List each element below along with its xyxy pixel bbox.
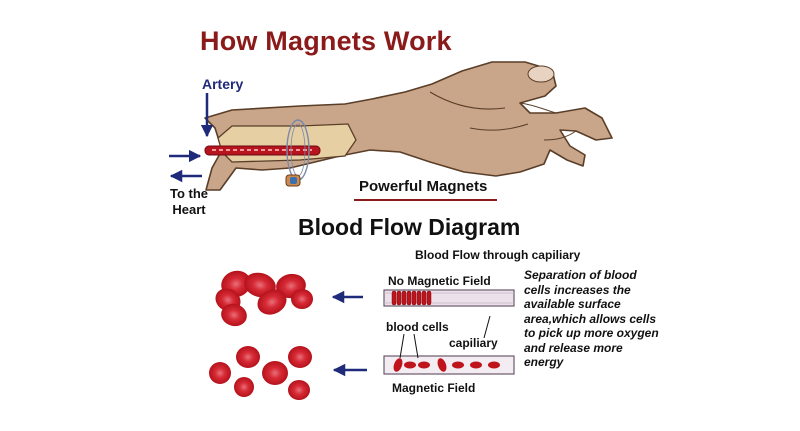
to-the-heart-label: To the Heart [170,186,209,217]
artery-label: Artery [202,76,244,92]
blood-flow-subtitle: Blood Flow through capiliary [415,248,581,262]
page-title: How Magnets Work [200,26,452,56]
separated-blood-cells [209,346,312,400]
powerful-magnets-label: Powerful Magnets [359,178,488,195]
artery-vessel [204,145,321,156]
capillary-magnetic-field [383,355,515,375]
magnet-bracelet [285,119,310,187]
magnetic-field-label: Magnetic Field [392,381,476,395]
pointer-lines [399,315,491,359]
separation-note: Separation of blood cells increases the … [524,268,659,369]
blood-cells-label: blood cells [386,320,449,334]
clumped-blood-cells [215,270,313,327]
blood-flow-diagram-title: Blood Flow Diagram [298,214,521,240]
capillary-label: capiliary [449,336,498,350]
arm-hand [204,61,613,191]
no-magnetic-field-label: No Magnetic Field [388,274,491,288]
capillary-no-field [383,289,515,307]
